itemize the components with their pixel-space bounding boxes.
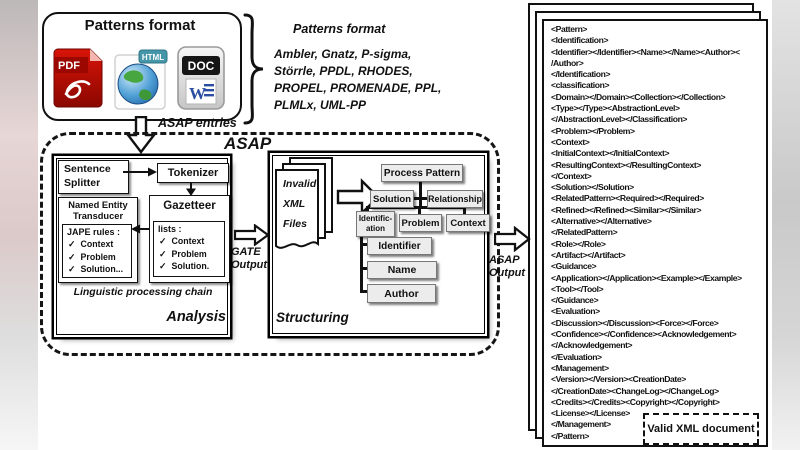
jape-item: Problem (80, 251, 116, 262)
html-globe-icon: HTML (114, 49, 168, 110)
stub-author (362, 290, 367, 293)
left-edge-band (0, 0, 38, 450)
check-icon: ✓ (159, 261, 167, 271)
tree-node-process-pattern: Process Pattern (381, 164, 463, 182)
tokenizer-box: Tokenizer (157, 163, 229, 183)
tree-trunk-line (419, 180, 422, 208)
pdf-label: PDF (58, 60, 80, 72)
tree-node-problem: Problem (399, 214, 442, 232)
stub-identifier (362, 243, 367, 246)
tree-node-context: Context (446, 214, 490, 232)
jape-rules-title: JAPE rules : (67, 227, 121, 237)
curly-brace-icon (243, 13, 264, 125)
tree-row2-bar (366, 206, 466, 209)
tree-link-relationship (422, 197, 427, 200)
linguistic-chain-caption: Linguistic processing chain (73, 286, 213, 298)
invalid-xml-files-icon (275, 157, 333, 249)
analysis-section-label: Analysis (166, 309, 226, 325)
sentence-splitter-box: Sentence Splitter (58, 160, 129, 194)
named-entity-transducer-box: Named Entity Transducer JAPE rules : ✓ Co… (58, 197, 138, 283)
check-icon: ✓ (159, 248, 167, 259)
pdf-file-icon: PDF (53, 48, 103, 108)
doc-label: DOC (188, 59, 215, 73)
tree-link-solution (412, 197, 419, 200)
pdf-fold-corner (90, 49, 102, 61)
doc-file-icon: DOC W (177, 46, 225, 110)
globe-continent (139, 89, 152, 101)
check-icon: ✓ (68, 264, 76, 274)
check-icon: ✓ (68, 251, 76, 262)
named-entity-transducer-title: Named Entity Transducer (68, 200, 128, 222)
jape-item: Context (80, 239, 114, 249)
tree-node-solution: Solution (370, 190, 414, 208)
gazetteer-title: Gazetteer (163, 200, 216, 212)
jape-rules-box: JAPE rules : ✓ Context ✓ Problem ✓ Solution… (62, 224, 132, 278)
xml-sheet-front (542, 19, 768, 447)
identification-branch-line (360, 235, 363, 293)
structuring-section-label: Structuring (276, 310, 349, 325)
patterns-list-title: Patterns format (293, 22, 386, 36)
tree-node-identification: Identific- ation (356, 211, 395, 237)
lists-item: Problem (171, 248, 207, 259)
arrow-lists-to-jape (131, 224, 150, 234)
lists-title: lists : (158, 224, 182, 234)
tree-stub-identification (366, 208, 369, 213)
tree-node-name: Name (367, 261, 437, 279)
arrow-tokenizer-to-gazetteer (186, 183, 196, 196)
asap-output-arrow (494, 226, 531, 252)
asap-title: ASAP (224, 134, 272, 153)
invalid-xml-files-label: Invalid XML Files (283, 178, 317, 230)
gazetteer-box: Gazetteer lists : ✓ Context ✓ Problem ✓ Sol… (149, 195, 230, 283)
tree-stub-problem (418, 208, 421, 215)
tree-stub-context (463, 208, 466, 215)
check-icon: ✓ (159, 236, 167, 246)
tree-node-author: Author (367, 284, 436, 303)
valid-xml-document-badge: Valid XML document (643, 413, 759, 445)
gate-output-label: GATE Output (231, 246, 268, 271)
check-icon: ✓ (68, 239, 76, 249)
stub-name (362, 267, 367, 270)
lists-item: Context (171, 236, 205, 246)
arrow-splitter-to-tokenizer (123, 167, 157, 177)
lists-item: Solution. (171, 261, 210, 271)
asap-entries-label: ASAP entries (158, 116, 237, 130)
pdf-swirl-glyph (64, 80, 91, 99)
right-edge-band (772, 0, 800, 450)
html-label: HTML (142, 53, 164, 62)
gate-output-arrow (234, 224, 270, 246)
patterns-format-box-title: Patterns format (84, 17, 196, 34)
globe-continent (123, 70, 144, 83)
asap-output-label: ASAP Output (489, 254, 526, 279)
jape-item: Solution... (80, 264, 124, 274)
tree-node-identifier: Identifier (367, 237, 432, 255)
lists-box: lists : ✓ Context ✓ Problem ✓ Solution. (153, 221, 225, 277)
tree-node-relationship: Relationship (427, 190, 483, 208)
patterns-list: Ambler, Gnatz, P-sigma, Störrle, PPDL, R… (274, 47, 442, 112)
xml-document-text: <Pattern> <Identification> <Identifier><… (551, 24, 742, 441)
word-w-glyph: W (189, 84, 206, 103)
